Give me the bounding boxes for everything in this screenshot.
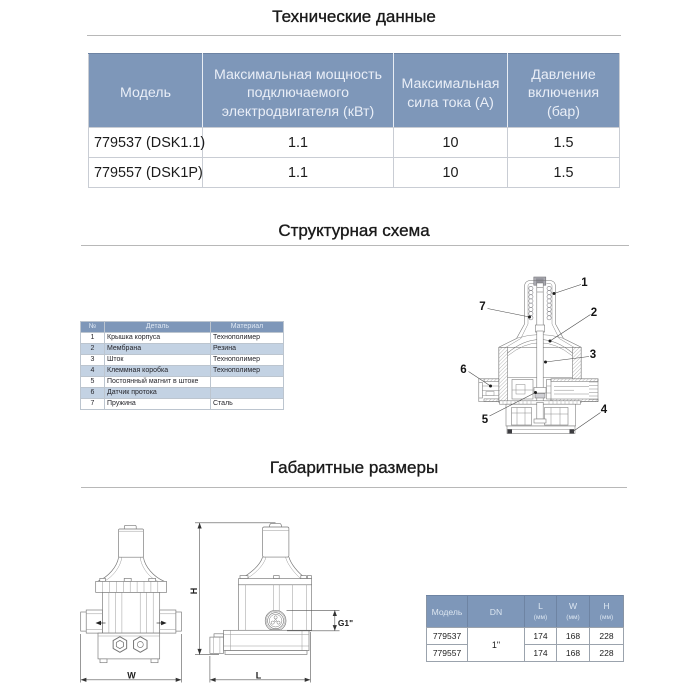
svg-text:H: H [189, 588, 199, 595]
svg-text:4: 4 [601, 404, 608, 416]
svg-text:6: 6 [460, 364, 466, 376]
svg-text:L: L [256, 670, 262, 680]
svg-text:G1": G1" [338, 618, 353, 628]
svg-text:2: 2 [591, 307, 597, 319]
svg-text:W: W [127, 670, 136, 680]
svg-text:5: 5 [482, 414, 489, 426]
svg-text:3: 3 [590, 349, 596, 361]
svg-text:1: 1 [581, 277, 588, 289]
svg-text:7: 7 [479, 301, 485, 313]
